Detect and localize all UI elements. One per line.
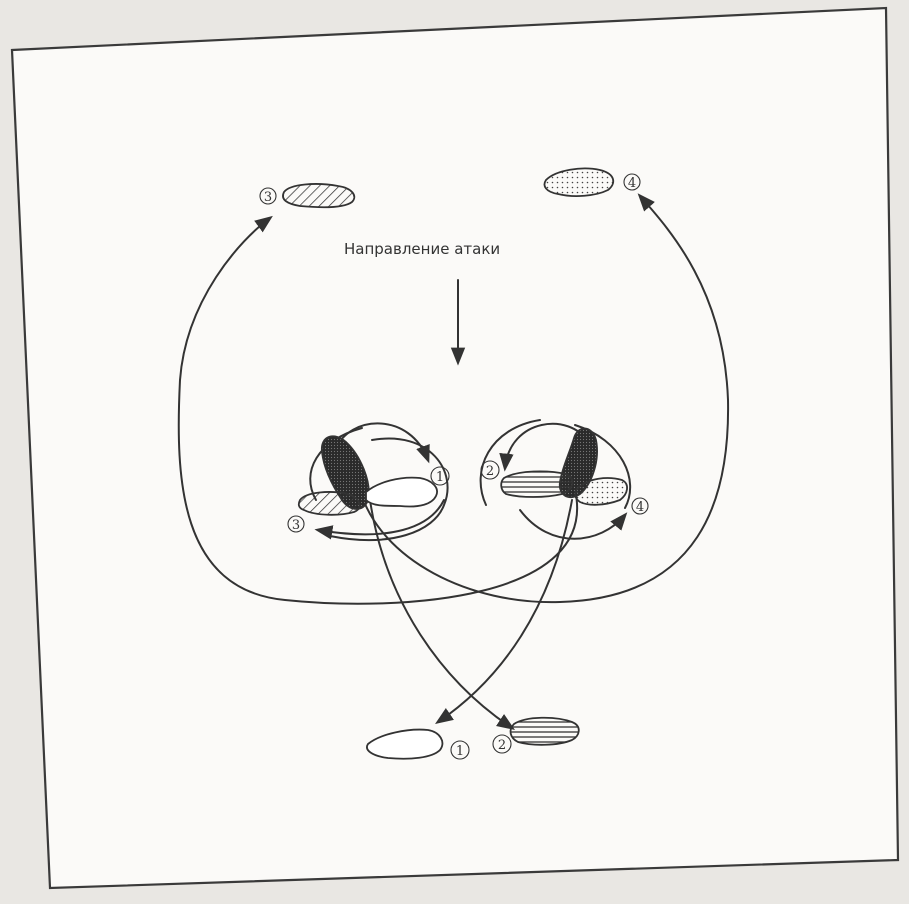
top-left-foot-3 — [283, 184, 354, 207]
svg-text:3: 3 — [292, 518, 300, 533]
svg-text:1: 1 — [436, 470, 444, 485]
svg-text:3: 3 — [264, 190, 272, 205]
svg-text:1: 1 — [456, 744, 464, 759]
right-center-striped-foot — [501, 471, 572, 497]
svg-text:4: 4 — [636, 500, 644, 515]
svg-text:4: 4 — [628, 176, 636, 191]
attack-direction-caption: Направление атаки — [344, 240, 500, 258]
svg-text:2: 2 — [486, 464, 494, 479]
bottom-foot-2 — [511, 718, 579, 745]
left-center-hatched-foot — [299, 492, 360, 515]
svg-text:2: 2 — [498, 738, 506, 753]
